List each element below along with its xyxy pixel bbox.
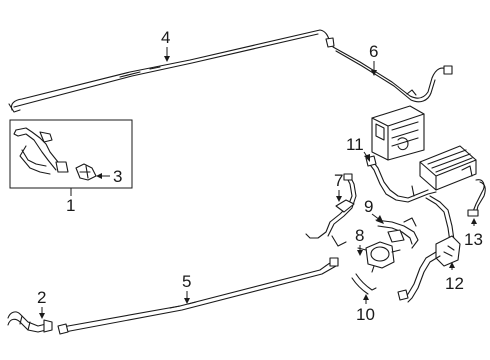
- callout-13: 13: [464, 218, 483, 249]
- callout-number-6: 6: [369, 42, 378, 61]
- callout-number-12: 12: [445, 274, 464, 293]
- part-1-hose-assembly: [13, 127, 69, 175]
- callout-number-8: 8: [355, 226, 364, 245]
- callout-number-7: 7: [334, 171, 343, 190]
- callout-number-4: 4: [161, 28, 170, 47]
- part-5-lower-tube: [57, 257, 339, 335]
- part-12-heater-hose: [397, 195, 461, 303]
- callout-3: 3: [96, 167, 122, 186]
- part-4-upper-tube: [8, 29, 335, 113]
- callout-number-9: 9: [364, 197, 373, 216]
- callout-number-2: 2: [37, 288, 46, 307]
- part-6-upper-right-tube: [332, 46, 453, 103]
- callout-10: 10: [356, 294, 375, 324]
- callout-8: 8: [355, 226, 364, 256]
- part-8-pump: [357, 241, 401, 273]
- callout-number-5: 5: [182, 272, 191, 291]
- callout-number-13: 13: [464, 230, 483, 249]
- callout-9: 9: [364, 197, 384, 224]
- part-13-hose: [467, 179, 486, 217]
- part-10-clamp: [351, 273, 377, 295]
- callout-number-11: 11: [346, 135, 364, 154]
- callout-number-10: 10: [356, 305, 375, 324]
- part-7-bracket-hose: [305, 173, 357, 247]
- part-3-connector: [75, 163, 97, 181]
- callout-4: 4: [161, 28, 170, 62]
- callout-7: 7: [334, 171, 343, 202]
- callout-12: 12: [445, 262, 464, 293]
- control-module-lower: [419, 145, 477, 191]
- callout-5: 5: [182, 272, 191, 304]
- callout-6: 6: [369, 42, 378, 76]
- callout-number-3: 3: [113, 167, 122, 186]
- part-11-hose: [365, 155, 437, 203]
- part-2-hose: [7, 311, 53, 333]
- callout-2: 2: [37, 288, 46, 319]
- callout-1: 1: [66, 188, 75, 215]
- callout-number-1: 1: [66, 196, 75, 215]
- callout-11: 11: [346, 135, 370, 162]
- control-module-upper: [371, 105, 425, 161]
- part-9-bracket: [375, 217, 419, 249]
